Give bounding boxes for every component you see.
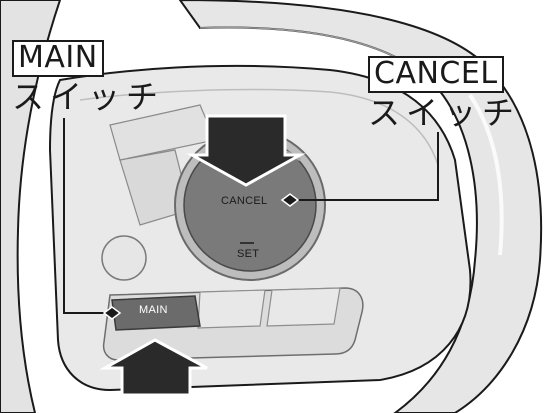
cancel-arrow: [186, 114, 306, 187]
cancel-switch-callout: CANCEL スイッチ: [368, 56, 520, 129]
main-callout-subtitle: スイッチ: [12, 78, 165, 116]
main-callout-title: MAIN: [12, 40, 104, 77]
main-switch-callout: MAIN スイッチ: [12, 40, 164, 113]
main-button-label: MAIN: [139, 304, 168, 316]
main-arrow: [99, 338, 208, 397]
cancel-button-label: CANCEL: [221, 195, 268, 207]
main-switch-drawing: [111, 295, 201, 331]
main-leader-line: [63, 118, 122, 320]
cancel-leader-line: [280, 132, 439, 207]
cruise-control-dial: [174, 129, 326, 281]
set-button-label: SET: [237, 248, 260, 260]
cancel-callout-subtitle: スイッチ: [368, 94, 521, 132]
cancel-callout-title: CANCEL: [368, 56, 504, 93]
